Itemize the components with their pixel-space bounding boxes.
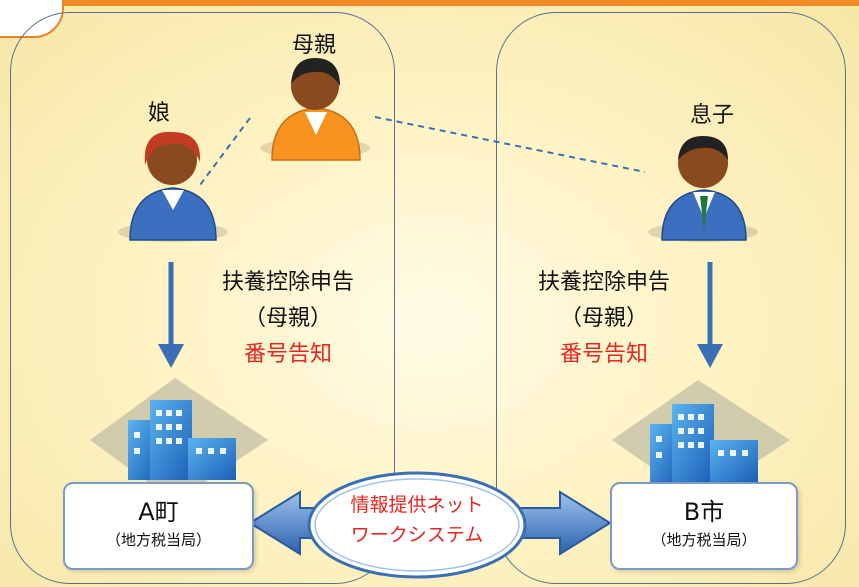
network-label-line1: 情報提供ネット [350,494,484,516]
left-building-icon [90,378,268,502]
office-b-city: B市 （地方税当局） [610,482,798,570]
region-right [496,12,846,584]
relation-line-son [374,116,646,173]
left-number-notice: 番号告知 [243,342,332,367]
region-left [10,12,395,584]
office-b-subtitle: （地方税当局） [651,531,757,549]
mother-person-icon [260,58,370,161]
network-ellipse [307,471,527,579]
left-declaration-subject: （母親） [243,306,332,331]
network-label-line2: ワークシステム [350,524,484,546]
office-a-subtitle: （地方税当局） [105,531,211,549]
daughter-label: 娘 [148,101,171,126]
right-declaration-subject: （母親） [559,306,648,331]
mother-label: 母親 [292,33,337,58]
left-down-arrow [158,262,184,368]
right-declaration-title: 扶養控除申告 [537,270,670,295]
daughter-person-icon [118,131,228,242]
office-a-name: A町 [138,498,179,526]
son-label: 息子 [690,103,735,128]
office-b-name: B市 [683,498,725,526]
right-down-arrow [697,262,723,368]
relation-line-daughter [199,117,251,186]
top-bar [0,0,859,6]
network-system: 情報提供ネット ワークシステム [306,470,528,582]
right-number-notice: 番号告知 [559,342,648,367]
right-building-icon [612,380,790,500]
left-declaration-title: 扶養控除申告 [221,270,354,295]
office-a-town: A町 （地方税当局） [63,482,254,570]
son-person-icon [648,136,758,242]
